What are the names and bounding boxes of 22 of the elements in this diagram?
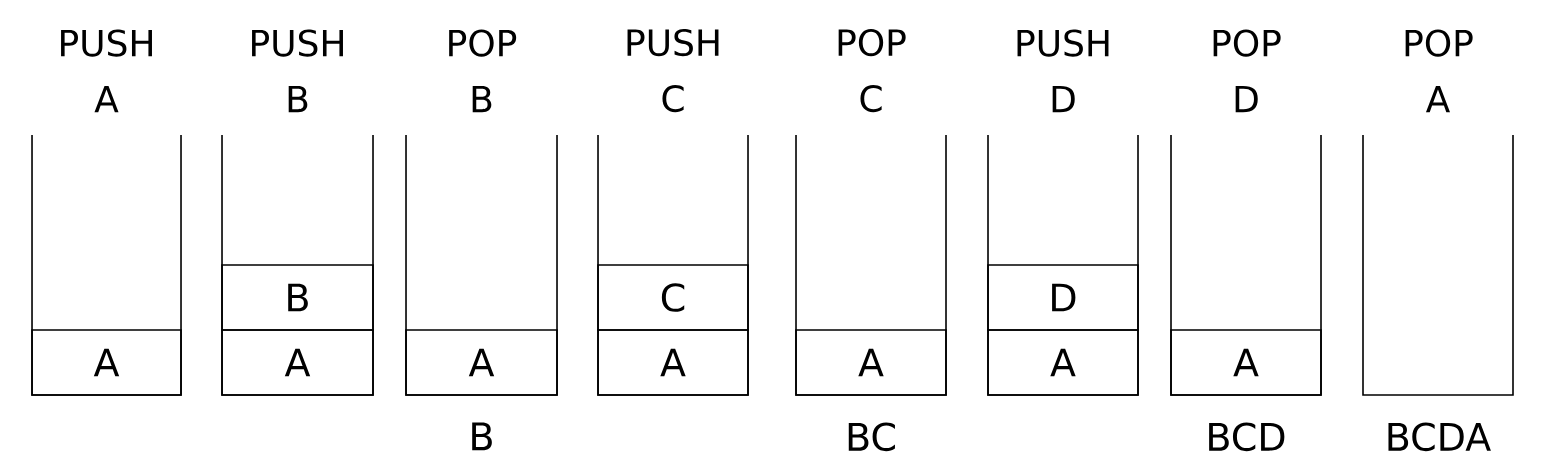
stack-cell: B: [221, 264, 374, 331]
operation-label: PUSH C: [627, 29, 719, 113]
stack-cell: A: [987, 329, 1139, 396]
operation-label: POP A: [1405, 29, 1473, 113]
stack-cell: A: [795, 329, 947, 396]
operation-label: PUSH B: [252, 29, 343, 113]
operation-label: POP D: [1213, 29, 1281, 113]
output-label: BCD: [1209, 422, 1285, 452]
stack-cell: A: [221, 329, 374, 396]
stack-cell: D: [987, 264, 1139, 331]
operation-label: POP B: [449, 29, 517, 113]
stack-cell: C: [597, 264, 749, 331]
stack-cell: A: [1170, 329, 1322, 396]
operation-label: PUSH A: [61, 29, 152, 113]
output-label: BC: [848, 422, 895, 452]
stack-cell: A: [31, 329, 182, 396]
output-label: BCDA: [1388, 422, 1491, 452]
output-label: B: [472, 422, 492, 451]
operation-label: POP C: [838, 29, 906, 113]
stack-cell: A: [597, 329, 749, 396]
stack-cell: A: [405, 329, 558, 396]
operation-label: PUSH D: [1017, 29, 1109, 113]
